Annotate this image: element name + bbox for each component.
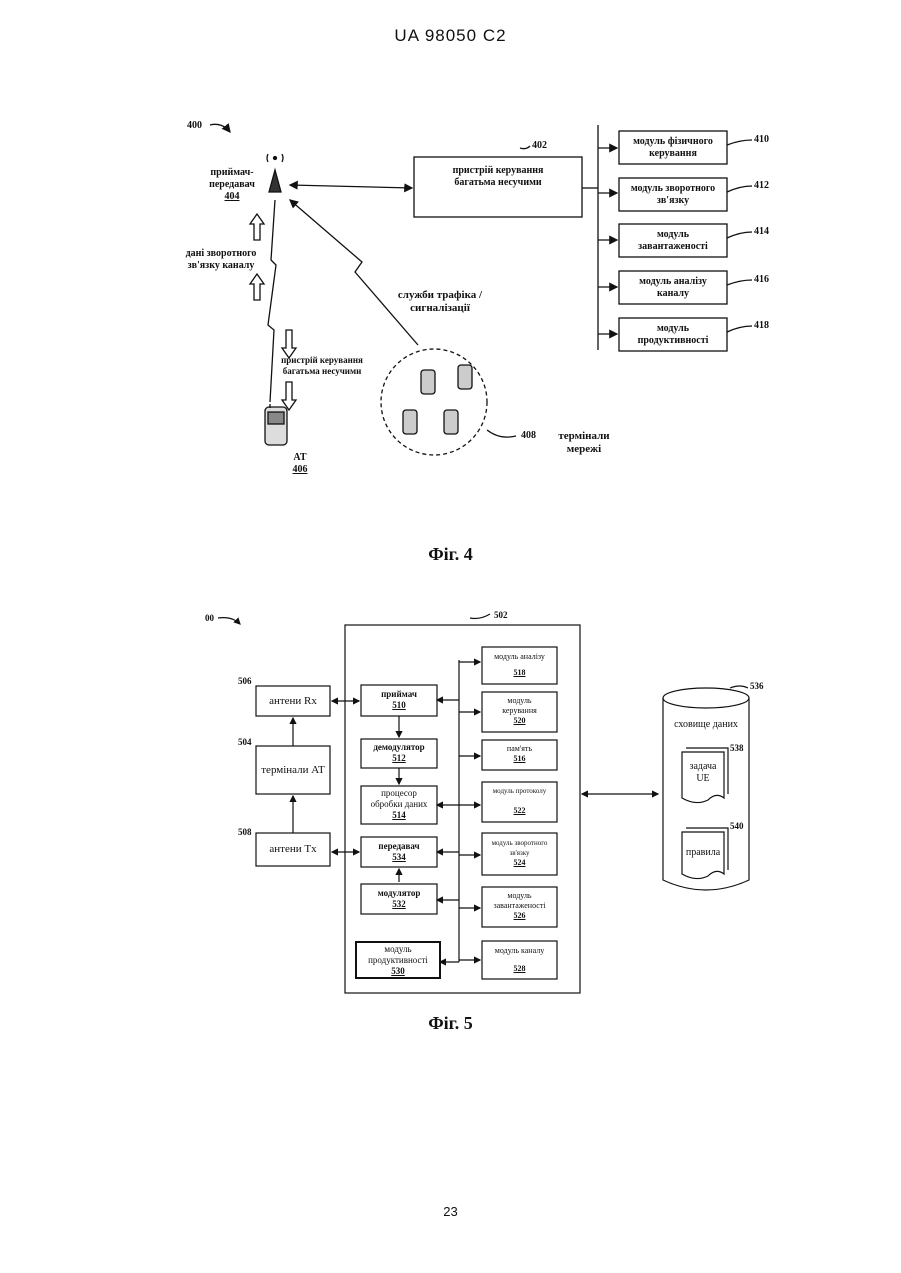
transmitter-text: передавач [361,841,437,852]
doc-538-label: задачаUE [682,761,724,785]
page-number: 23 [0,1204,901,1219]
doc-540-ref: 540 [730,820,744,832]
memory-label: пам'ять516 [482,744,557,764]
at-terminal-ref: 504 [238,736,252,748]
channel-text: модуль каналу [482,946,557,956]
control-ref: 520 [482,716,557,726]
transmitter-ref: 534 [361,852,437,863]
receiver-label: приймач510 [361,689,437,711]
receiver-text: приймач [361,689,437,700]
load-line1: модуль [482,891,557,901]
feedback5-line2: зв'язку [482,848,557,858]
processor-line1: процесор [361,788,437,799]
load-line2: завантаженості [482,901,557,911]
performance-line2: продуктивності [356,955,440,966]
tx-antenna-label: антени Tx [256,843,330,855]
at-terminal-label: термінали AT [256,764,330,776]
processor-label: процесоробробки даних514 [361,788,437,821]
channel-ref: 528 [482,964,557,974]
doc-540-label: правила [682,847,724,859]
analysis-text: модуль аналізу [482,652,557,662]
performance-line1: модуль [356,944,440,955]
rx-antenna-label: антени Rx [256,695,330,707]
doc-538-line1: задача [682,761,724,773]
tx-antenna-ref: 508 [238,826,252,838]
processor-ref: 514 [361,810,437,821]
storage-label: сховище даних [663,719,749,731]
storage-ref: 536 [750,680,764,692]
fig5-caption: Фіг. 5 [0,1013,901,1034]
feedback5-line1: модуль зворотного [482,838,557,848]
channel-module-label: модуль каналу 528 [482,946,557,974]
memory-ref: 516 [482,754,557,764]
protocol-ref: 522 [482,806,557,816]
demodulator-text: демодулятор [361,742,437,753]
modulator-text: модулятор [361,888,437,899]
performance-label: модульпродуктивності530 [356,944,440,977]
demodulator-ref: 512 [361,753,437,764]
control-line2: керування [482,706,557,716]
protocol-module-label: модуль протоколу 522 [482,786,557,816]
receiver-ref: 510 [361,700,437,711]
processor-line2: обробки даних [361,799,437,810]
ref-500: 00 [205,612,214,624]
transmitter-label: передавач534 [361,841,437,863]
protocol-text: модуль протоколу [482,786,557,796]
feedback-module-label: модуль зворотногозв'язку524 [482,838,557,868]
doc-538-ref: 538 [730,742,744,754]
doc-538-line2: UE [682,773,724,785]
performance-ref: 530 [356,966,440,977]
modulator-label: модулятор532 [361,888,437,910]
feedback5-ref: 524 [482,858,557,868]
analysis-ref: 518 [482,668,557,678]
load-module-label: модульзавантаженості526 [482,891,557,921]
modulator-ref: 532 [361,899,437,910]
analysis-module-label: модуль аналізу 518 [482,652,557,678]
outer-ref-502: 502 [494,609,508,621]
control-line1: модуль [482,696,557,706]
memory-text: пам'ять [482,744,557,754]
rx-antenna-ref: 506 [238,675,252,687]
demodulator-label: демодулятор512 [361,742,437,764]
control-module-label: модулькерування520 [482,696,557,726]
load-ref: 526 [482,911,557,921]
